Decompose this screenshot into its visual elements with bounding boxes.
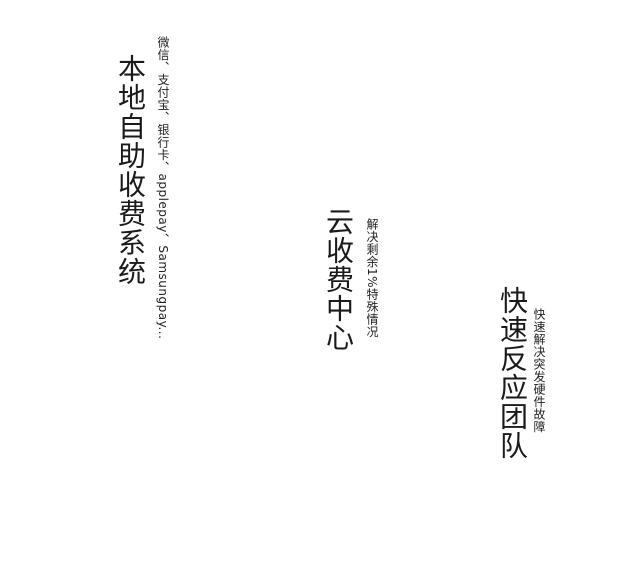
feature-title: 云收费中心: [322, 207, 355, 352]
feature-title: 本地自助收费系统: [114, 54, 147, 286]
feature-block-rapid-response: 快速反应团队 快速解决突发硬件故障: [494, 284, 554, 474]
feature-title: 快速反应团队: [496, 286, 529, 460]
feature-subtitle: 微信、支付宝、银行卡、applepay、Samsungpay...: [156, 36, 170, 340]
feature-subtitle: 解决剩余1%特殊情况: [365, 218, 379, 339]
feature-block-cloud-center: 云收费中心 解决剩余1%特殊情况: [320, 205, 390, 365]
feature-subtitle: 快速解决突发硬件故障: [532, 308, 546, 433]
feature-block-local-payment: 本地自助收费系统 微信、支付宝、银行卡、applepay、Samsungpay.…: [112, 30, 174, 360]
